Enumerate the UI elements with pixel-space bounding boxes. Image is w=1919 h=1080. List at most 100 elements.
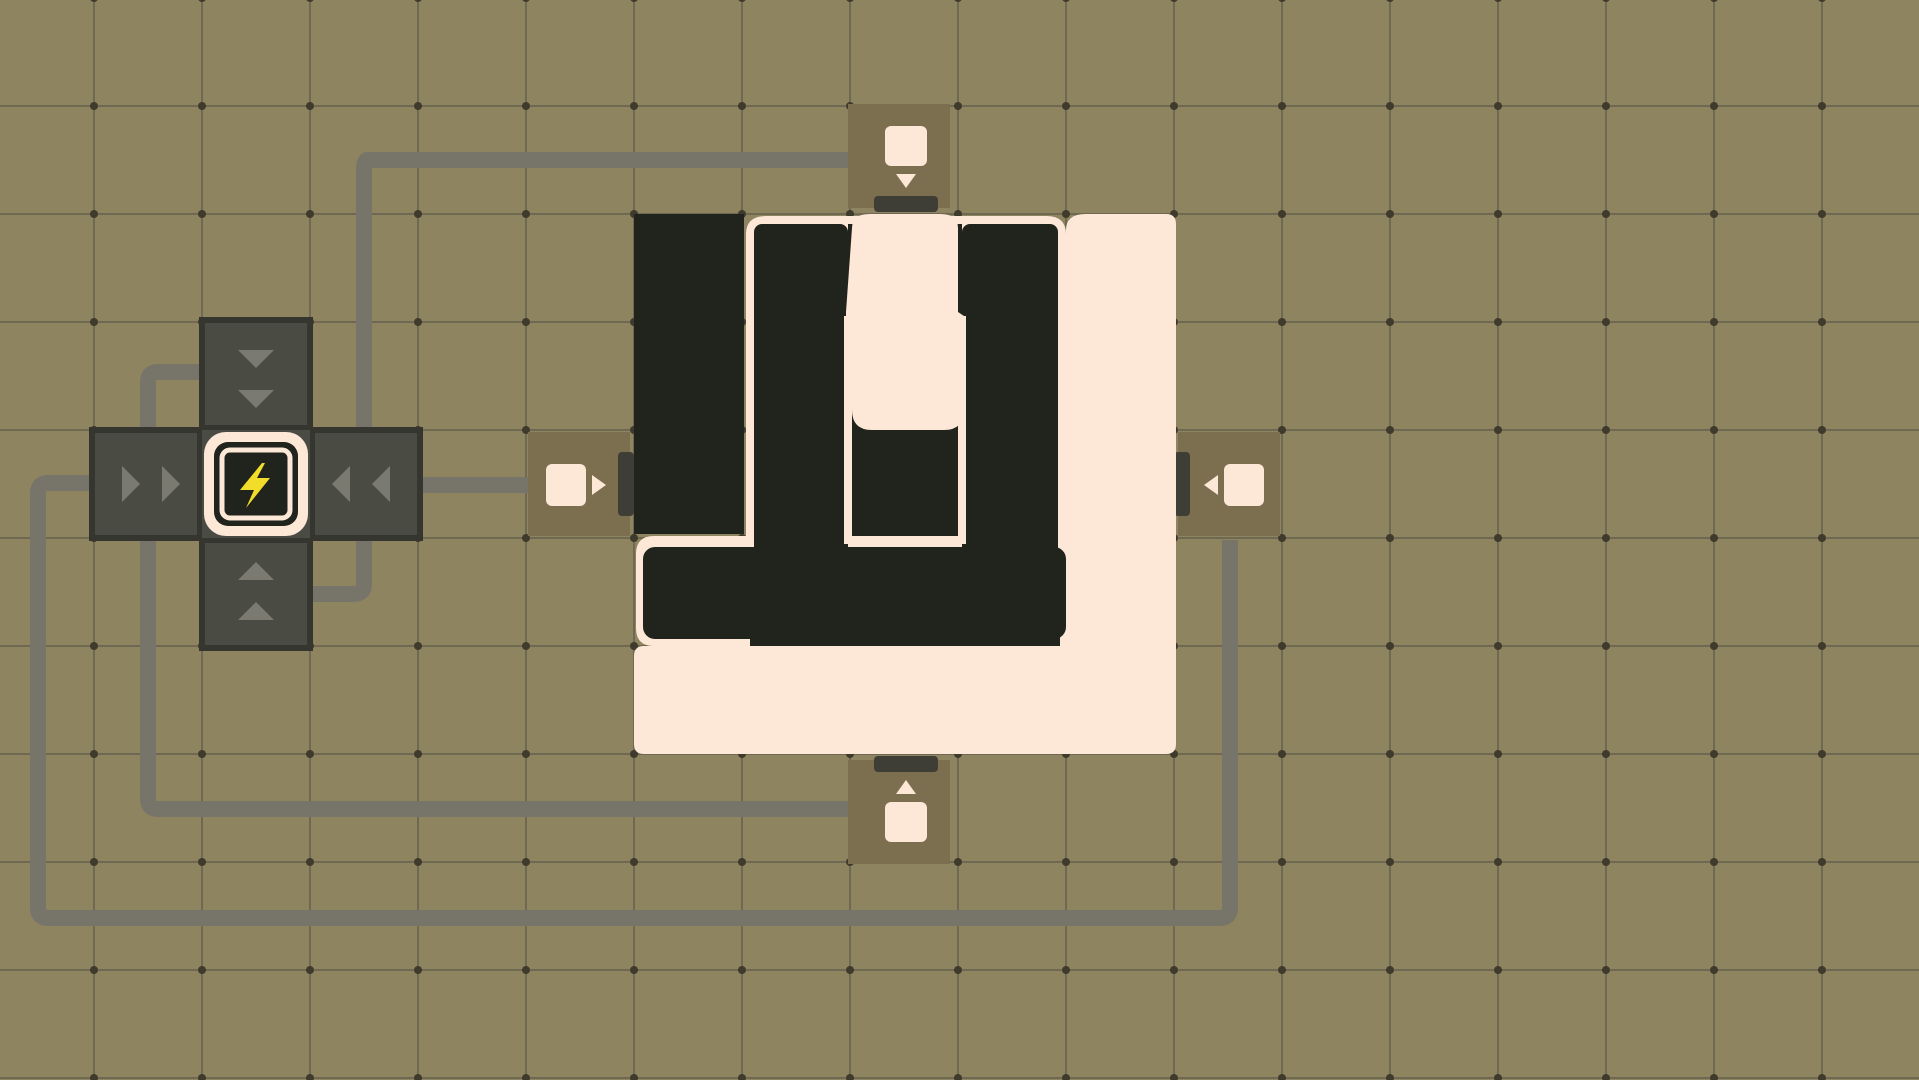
grid-node	[846, 0, 854, 2]
grid-node	[522, 966, 530, 974]
grid-node	[1494, 210, 1502, 218]
pusher-right-knob	[1224, 464, 1264, 506]
chevron-left-icon	[332, 466, 390, 502]
power-source[interactable]	[204, 432, 308, 536]
grid-node	[1818, 426, 1826, 434]
grid-node	[738, 966, 746, 974]
grid-node	[1278, 1074, 1286, 1080]
grid-node	[1818, 750, 1826, 758]
light-block-top	[846, 214, 964, 430]
controller-arm-up[interactable]	[199, 317, 313, 431]
grid-node	[306, 0, 314, 2]
grid-node	[630, 642, 638, 650]
grid-node	[1494, 426, 1502, 434]
grid-node	[1386, 102, 1394, 110]
grid-node	[1278, 966, 1286, 974]
grid-node	[1062, 966, 1070, 974]
grid-node	[1062, 102, 1070, 110]
wires	[30, 152, 1238, 926]
grid-node	[198, 750, 206, 758]
grid-node	[90, 642, 98, 650]
grid-node	[1494, 750, 1502, 758]
grid-node	[1602, 642, 1610, 650]
chevron-right-icon	[122, 466, 180, 502]
grid-node	[1386, 1074, 1394, 1080]
grid-node	[414, 642, 422, 650]
grid-node	[90, 102, 98, 110]
grid-node	[1494, 966, 1502, 974]
controller-arm-right[interactable]	[309, 427, 423, 541]
grid-node	[306, 210, 314, 218]
grid-node	[1602, 102, 1610, 110]
chevron-down-icon	[238, 350, 274, 408]
grid-node	[414, 858, 422, 866]
grid-node	[414, 0, 422, 2]
grid-node	[738, 1074, 746, 1080]
wire-bottom-pusher	[140, 364, 848, 817]
grid-node	[1494, 318, 1502, 326]
pusher-left[interactable]	[528, 432, 634, 536]
grid-node	[1602, 426, 1610, 434]
power-source-ring	[219, 447, 293, 521]
grid-node	[90, 210, 98, 218]
grid-node	[414, 750, 422, 758]
grid-node	[1818, 534, 1826, 542]
grid-node	[306, 966, 314, 974]
controller-arm-left[interactable]	[89, 427, 203, 541]
grid-node	[1386, 0, 1394, 2]
grid-node	[1818, 1074, 1826, 1080]
grid-node	[1386, 210, 1394, 218]
grid-node	[1494, 642, 1502, 650]
grid-node	[522, 210, 530, 218]
grid-node	[1170, 102, 1178, 110]
grid-node	[1602, 0, 1610, 2]
grid-node	[1710, 318, 1718, 326]
pusher-left-knob	[546, 464, 586, 506]
grid-node	[306, 102, 314, 110]
grid-node	[414, 102, 422, 110]
pusher-top-rail	[874, 196, 938, 212]
grid-node	[1710, 966, 1718, 974]
grid-node	[414, 966, 422, 974]
controller-arm-down[interactable]	[199, 537, 313, 651]
grid-node	[1170, 1074, 1178, 1080]
grid-node	[1494, 102, 1502, 110]
arrow-right-icon	[592, 475, 606, 495]
grid-node	[1278, 858, 1286, 866]
grid-node	[198, 102, 206, 110]
pusher-top[interactable]	[848, 104, 950, 212]
pusher-top-knob	[885, 126, 927, 166]
grid-node	[1818, 318, 1826, 326]
grid-node	[738, 0, 746, 2]
grid-node	[198, 966, 206, 974]
grid-node	[1710, 1074, 1718, 1080]
grid-node	[1170, 966, 1178, 974]
grid-node	[1602, 318, 1610, 326]
dark-block-right-col	[962, 224, 1058, 646]
pusher-left-rail	[618, 452, 634, 516]
lightning-bolt-icon	[240, 463, 270, 508]
grid-node	[1170, 858, 1178, 866]
grid-node	[630, 750, 638, 758]
grid-node	[198, 858, 206, 866]
power-controller[interactable]	[89, 317, 423, 651]
grid-node	[1710, 0, 1718, 2]
pusher-right[interactable]	[1174, 432, 1280, 536]
grid-node	[306, 858, 314, 866]
grid-node	[738, 102, 746, 110]
grid-node	[1494, 0, 1502, 2]
grid-node	[1818, 210, 1826, 218]
grid-node	[1818, 102, 1826, 110]
grid-node	[1386, 534, 1394, 542]
grid-node	[1710, 642, 1718, 650]
grid-node	[90, 750, 98, 758]
pusher-bottom[interactable]	[848, 756, 950, 864]
grid-node	[1170, 0, 1178, 2]
grid-node	[90, 318, 98, 326]
grid-node	[1710, 750, 1718, 758]
grid-node	[1818, 642, 1826, 650]
grid-node	[1278, 750, 1286, 758]
grid-node	[1710, 858, 1718, 866]
grid-node	[1386, 642, 1394, 650]
